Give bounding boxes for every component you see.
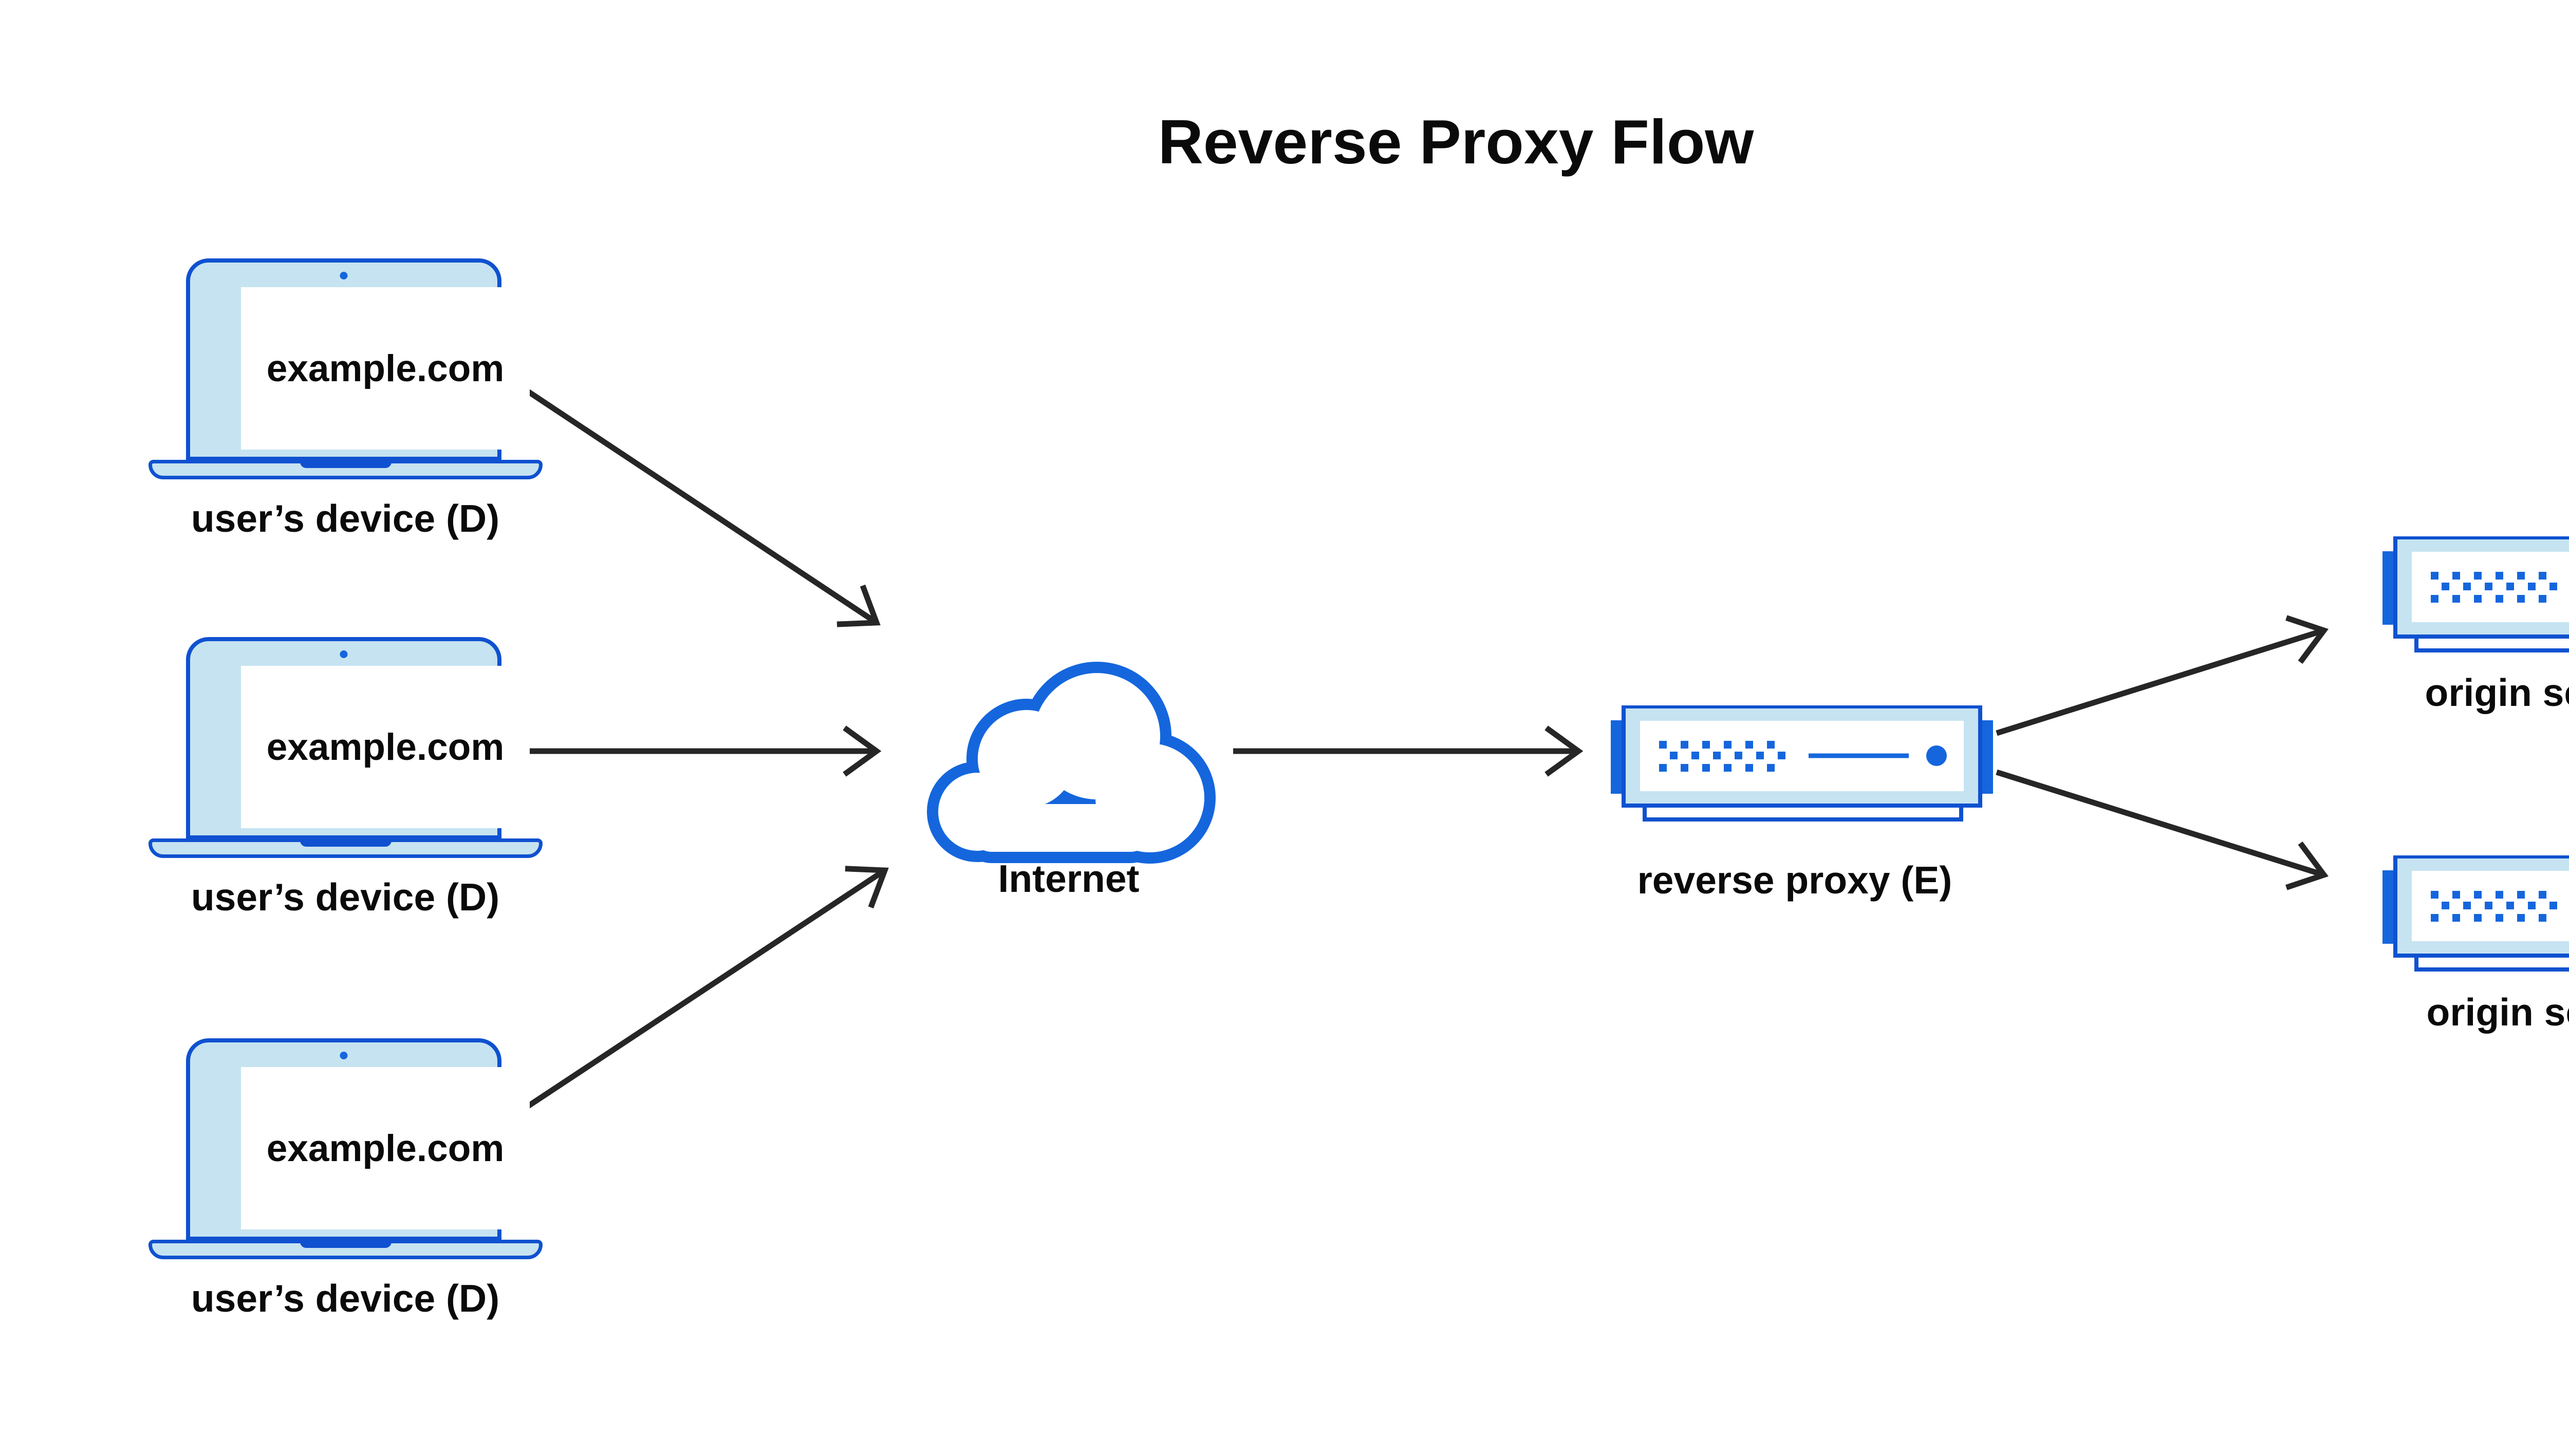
reverse-proxy-label: reverse proxy (E): [1637, 858, 1952, 902]
user-device-node: example.com user’s device (D): [148, 258, 543, 546]
device-screen-text: example.com: [266, 1127, 505, 1169]
laptop-screen: example.com: [241, 1067, 530, 1229]
cloud-icon: [927, 662, 1216, 864]
laptop-icon: example.com: [186, 1038, 530, 1241]
diagram-title: Reverse Proxy Flow: [1158, 107, 1754, 177]
arrow-proxy-to-origin1: [1996, 615, 2329, 736]
origin-server-label: origin server (F): [2425, 671, 2569, 714]
laptop-screen: example.com: [241, 666, 530, 828]
camera-dot-icon: [340, 1052, 348, 1059]
user-device-node: example.com user’s device (D): [148, 637, 543, 925]
origin-server-icon: [2382, 536, 2569, 657]
camera-dot-icon: [340, 650, 348, 658]
device-label: user’s device (D): [191, 497, 500, 540]
origin-server-label: origin server (F): [2426, 991, 2569, 1034]
reverse-proxy-server-icon: [1611, 705, 1993, 826]
origin-server-icon: [2382, 855, 2569, 976]
user-device-node: example.com user’s device (D): [148, 1038, 543, 1326]
device-screen-text: example.com: [266, 347, 505, 389]
arrow-device1-to-internet: [507, 376, 881, 627]
arrow-device3-to-internet: [513, 866, 889, 1117]
laptop-hinge-notch: [300, 1240, 392, 1248]
laptop-hinge-notch: [300, 838, 392, 847]
device-label: user’s device (D): [191, 875, 500, 919]
laptop-screen: example.com: [241, 287, 530, 450]
device-label: user’s device (D): [191, 1277, 500, 1320]
laptop-icon: example.com: [186, 258, 530, 461]
camera-dot-icon: [340, 272, 348, 279]
internet-label: Internet: [998, 857, 1140, 900]
arrow-proxy-to-origin2: [1996, 769, 2329, 890]
laptop-hinge-notch: [300, 460, 392, 468]
device-screen-text: example.com: [266, 726, 505, 768]
laptop-icon: example.com: [186, 637, 530, 839]
